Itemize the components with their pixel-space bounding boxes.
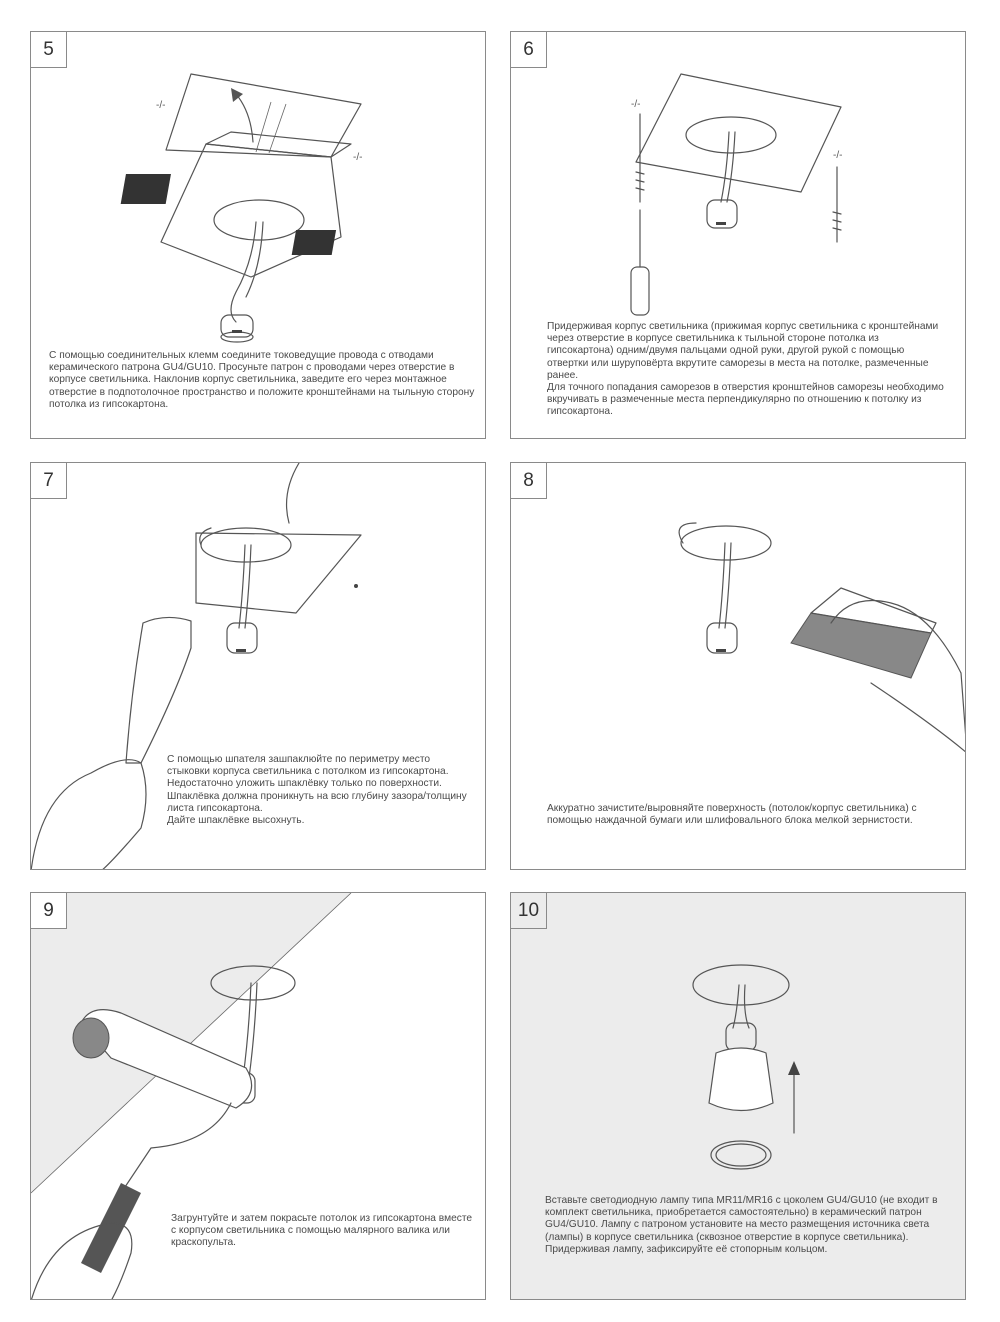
step-8-panel: 8 Аккуратно зачистите/выровняйте поверхн… (510, 462, 966, 870)
step-number: 7 (31, 463, 67, 499)
putty-knife-hand-icon (31, 463, 362, 869)
svg-text:-/-: -/- (156, 100, 165, 111)
step-number: 6 (511, 32, 547, 68)
svg-text:-/-: -/- (353, 152, 362, 163)
svg-text:-/-: -/- (833, 150, 842, 161)
lamp-insert-icon (692, 964, 800, 1170)
step-number: 5 (31, 32, 67, 68)
svg-text:-/-: -/- (631, 99, 640, 110)
step-description: Загрунтуйте и затем покрасьте потолок из… (171, 1213, 473, 1249)
step-description: Аккуратно зачистите/выровняйте поверхнос… (547, 803, 917, 827)
step-9-panel: 9 Загрунтуйте и затем покрасьте потолок … (30, 892, 486, 1300)
screwdriver-screws-icon: -/- -/- (630, 73, 842, 316)
step-6-panel: -/- -/- 6 Придерживая корпус светильника… (510, 31, 966, 439)
step-description: С помощью шпателя зашпаклюйте по перимет… (167, 754, 467, 827)
step-description: С помощью соединительных клемм соедините… (49, 350, 475, 410)
step-5-panel: -/- -/- 5 С помощью соединительных клемм… (30, 31, 486, 439)
sanding-block-hand-icon (678, 522, 965, 753)
step-number: 9 (31, 893, 67, 929)
step-description: Придерживая корпус светильника (прижимая… (547, 321, 944, 418)
paint-roller-icon (31, 893, 352, 1299)
step-number: 10 (511, 893, 547, 929)
step-description: Вставьте светодиодную лампу типа MR11/MR… (545, 1195, 938, 1255)
ceiling-fixture-tilt-icon: -/- -/- (120, 73, 362, 343)
step-7-panel: 7 С помощью шпателя зашпаклюйте по перим… (30, 462, 486, 870)
step-number: 8 (511, 463, 547, 499)
step-10-panel: 10 Вставьте светодиодную лампу типа MR11… (510, 892, 966, 1300)
